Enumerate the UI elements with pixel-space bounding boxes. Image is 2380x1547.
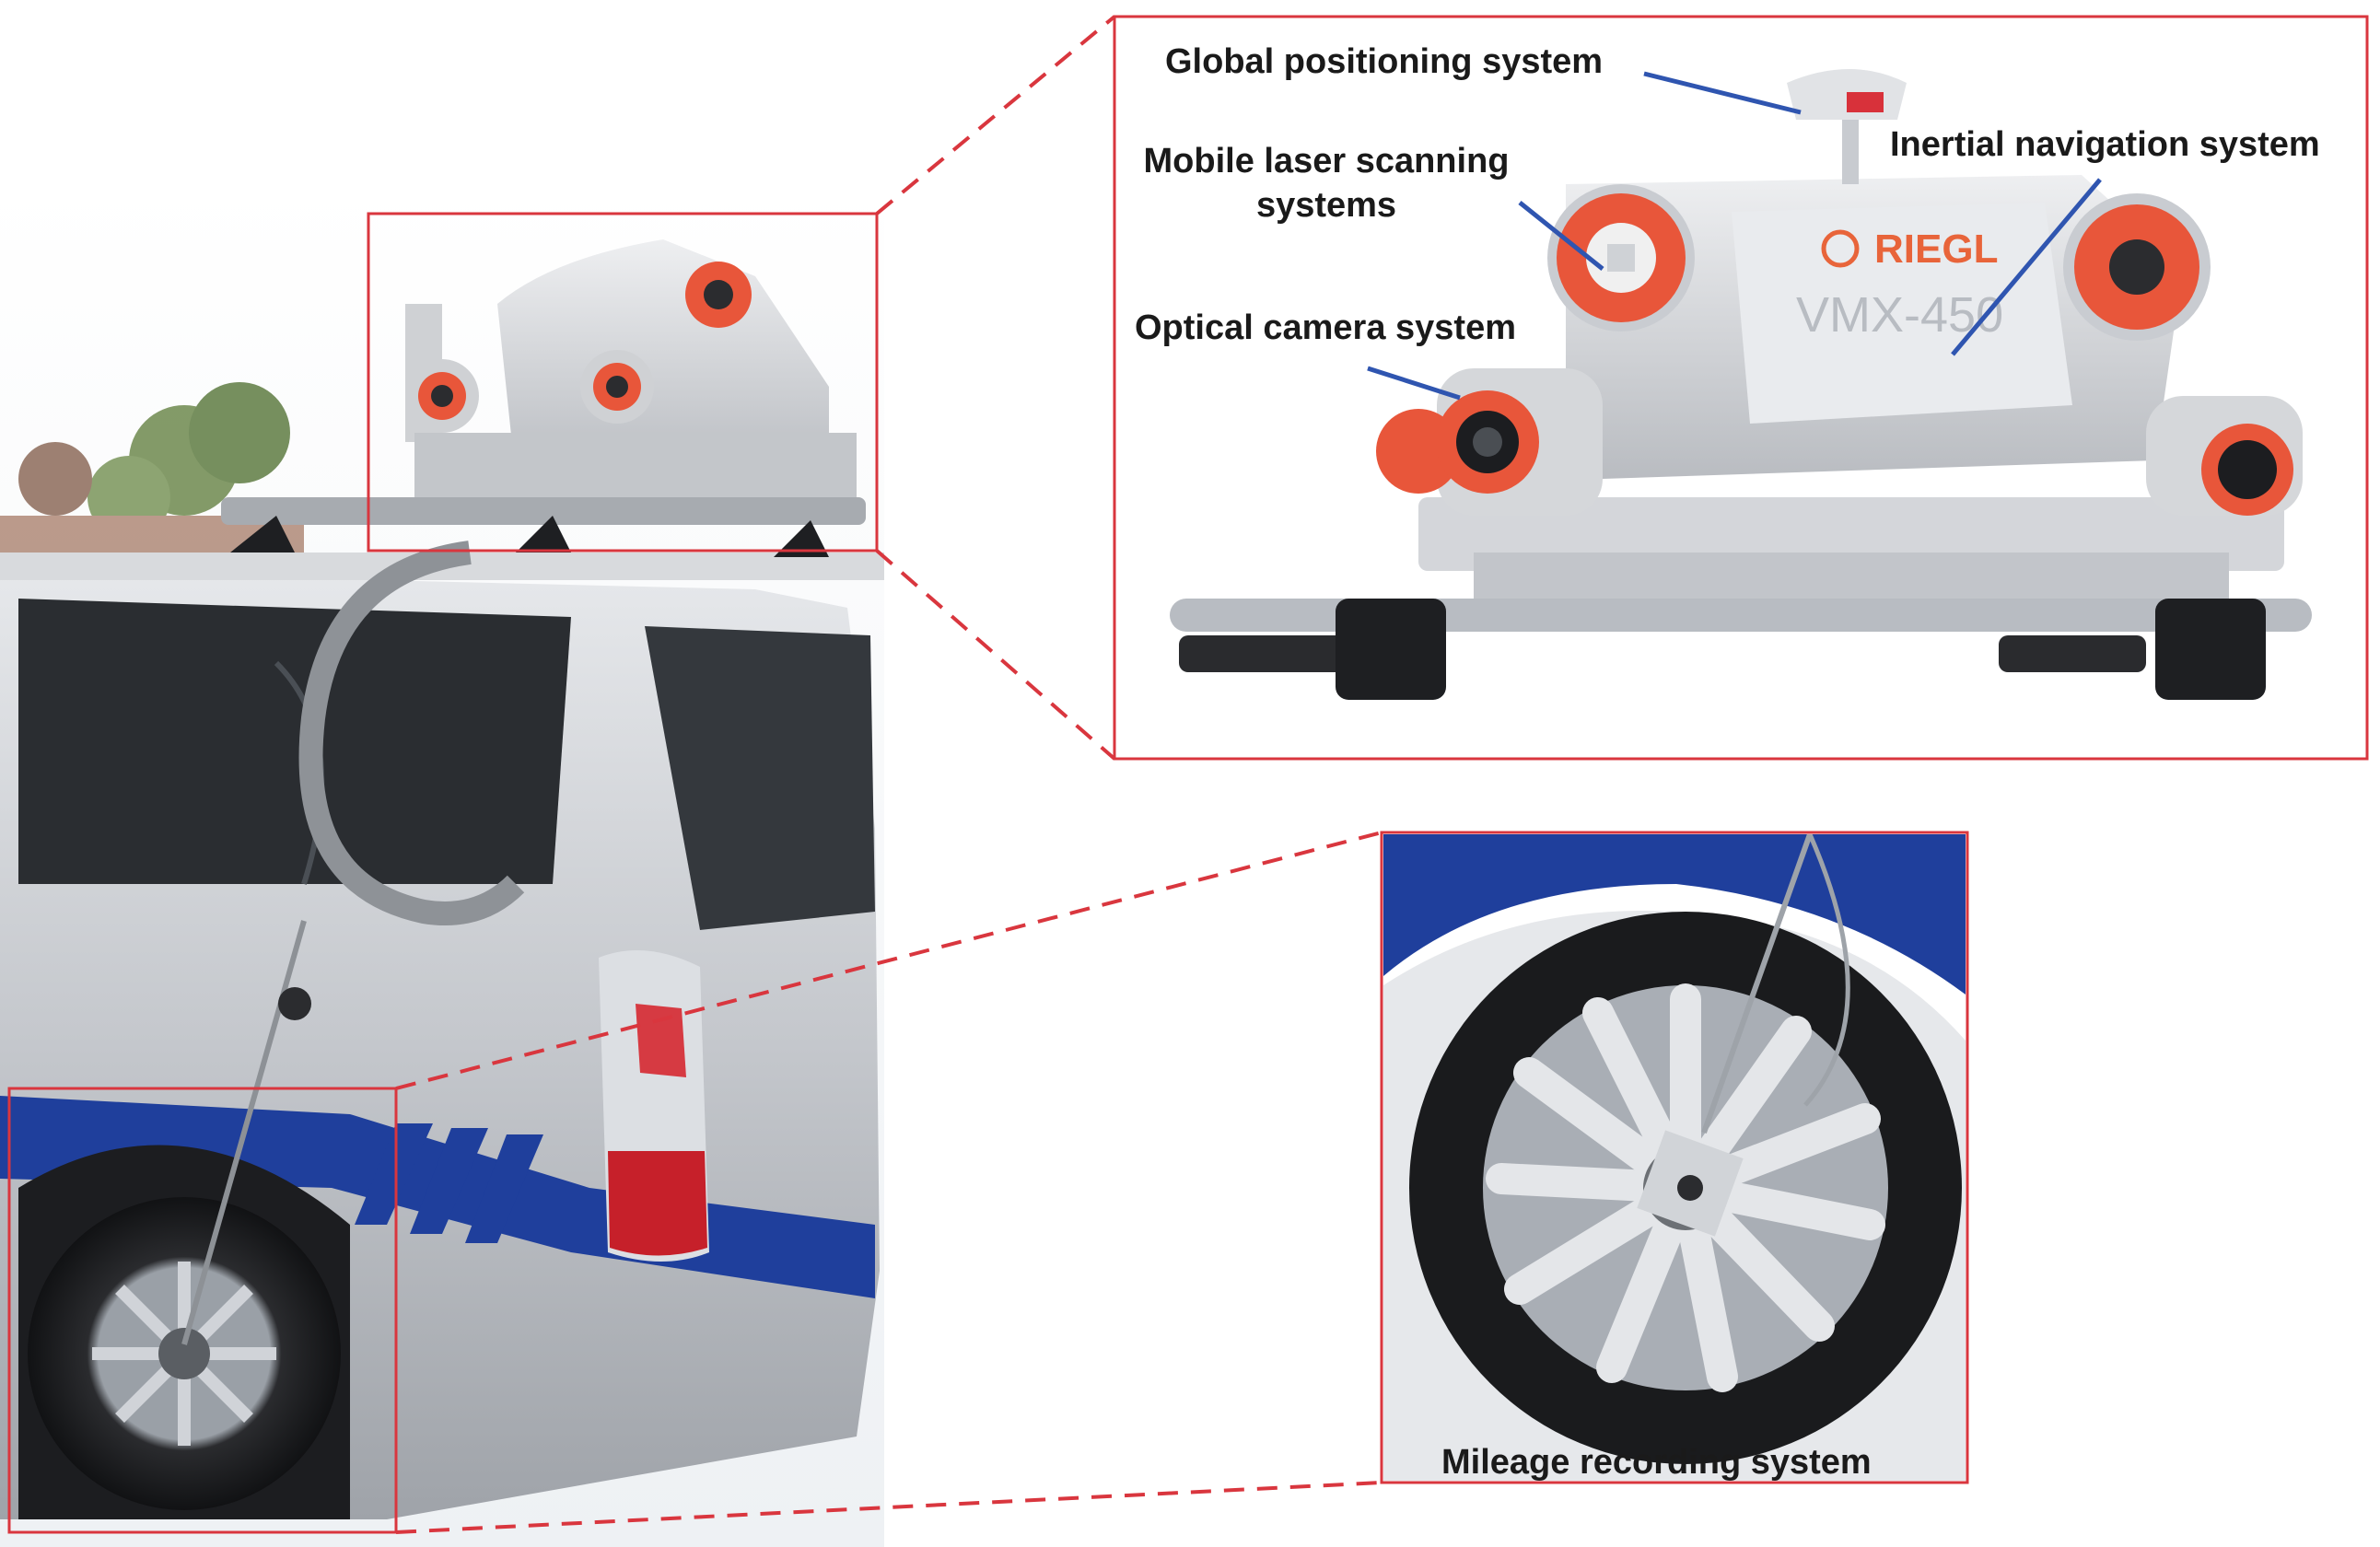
frame-device-detail (1113, 15, 2369, 761)
gps-antenna (1787, 69, 1907, 184)
zoom-indicators (7, 15, 2369, 1534)
label-gps: Global positioning system (1165, 42, 1604, 81)
label-mls-line1: Mobile laser scanning (1143, 142, 1510, 180)
roof-rack (221, 497, 866, 525)
optical-camera-left (1376, 368, 1603, 516)
tail-light (599, 950, 709, 1262)
label-ins: Inertial navigation system (1890, 125, 2320, 164)
leader-camera (1367, 366, 1461, 401)
leader-gps (1643, 71, 1802, 115)
car-photo (0, 184, 884, 1547)
side-window (18, 599, 571, 884)
rear-window (645, 626, 875, 930)
frame-roof-unit (367, 212, 879, 552)
leader-ins (1951, 178, 2102, 356)
wheel-detail (1383, 834, 1966, 1481)
leader-mls (1518, 201, 1604, 271)
laser-scanner-right (2063, 193, 2211, 341)
connector-wheel-upper (395, 831, 1382, 1090)
label-mls-line2: systems (1255, 185, 1397, 225)
device-brand: RIEGL (1874, 227, 1998, 272)
connector-top-upper (875, 15, 1116, 215)
roof-sensor-unit (405, 239, 857, 497)
mileage-sensor (1637, 834, 1850, 1237)
connector-top-lower (875, 549, 1116, 761)
label-mobile-laser-scanning: Mobile laser scanning systems (1133, 140, 1520, 227)
frame-wheel-detail (1380, 831, 1969, 1484)
frame-wheel (7, 1087, 398, 1534)
label-camera: Optical camera system (1135, 308, 1517, 347)
leader-lines (1367, 71, 2102, 401)
label-mileage: Mileage recording system (1441, 1443, 1872, 1482)
laser-scanner-left (1547, 184, 1695, 332)
device-detail: RIEGL VMX-450 (1170, 69, 2312, 700)
optical-camera-right (2146, 396, 2303, 516)
